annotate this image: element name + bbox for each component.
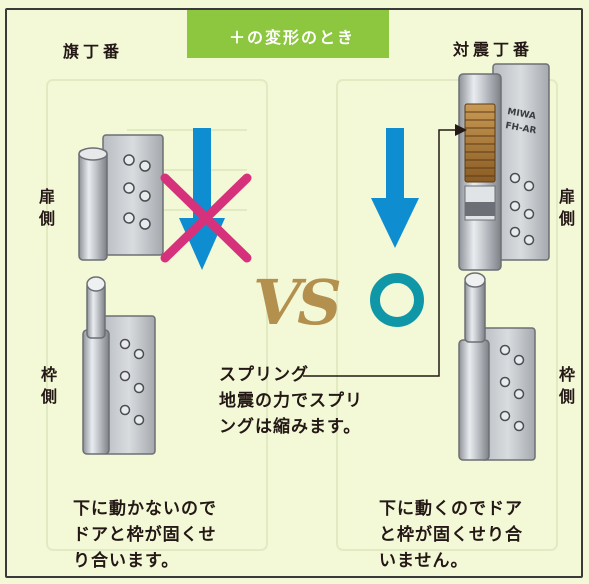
banner-title: ＋の変形のとき bbox=[229, 28, 356, 47]
spring-note: スプリング 地震の力でスプリ ングは縮みます。 bbox=[219, 365, 363, 437]
left-frame-side-label: 枠側 bbox=[40, 365, 57, 406]
left-door-side-label: 扉側 bbox=[38, 187, 55, 228]
seismic-hinge-door-part bbox=[458, 63, 550, 271]
flag-hinge-door-part bbox=[78, 134, 164, 261]
illustration-canvas: MIWA FH-AR bbox=[46, 10, 558, 551]
right-title: 対震丁番 bbox=[453, 40, 534, 59]
right-down-arrow bbox=[371, 128, 419, 248]
diagram-frame: MIWA FH-AR ＋の変形のとき 旗丁番 対震丁番 扉側 枠側 扉側 枠側 … bbox=[5, 8, 583, 578]
seismic-hinge-frame-part bbox=[458, 272, 536, 461]
hinge-label-brand: MIWA bbox=[506, 107, 536, 122]
title-banner bbox=[187, 10, 389, 58]
spring-leader-arrowhead bbox=[455, 124, 467, 136]
right-frame-side-label: 枠側 bbox=[558, 365, 575, 406]
right-door-side-label: 扉側 bbox=[558, 187, 575, 228]
left-caption: 下に動かないので ドアと枠が固くせ り合います。 bbox=[73, 499, 217, 571]
background-sketch bbox=[46, 79, 558, 551]
spring-leader-line bbox=[303, 129, 459, 377]
flag-hinge-frame-part bbox=[82, 276, 156, 455]
vs-label: VS bbox=[253, 266, 342, 339]
right-caption: 下に動くのでドア と枠が固くせり合 いません。 bbox=[379, 499, 523, 571]
left-title: 旗丁番 bbox=[63, 42, 124, 61]
ok-circle-mark bbox=[370, 273, 424, 327]
not-ok-cross-mark bbox=[160, 173, 252, 263]
